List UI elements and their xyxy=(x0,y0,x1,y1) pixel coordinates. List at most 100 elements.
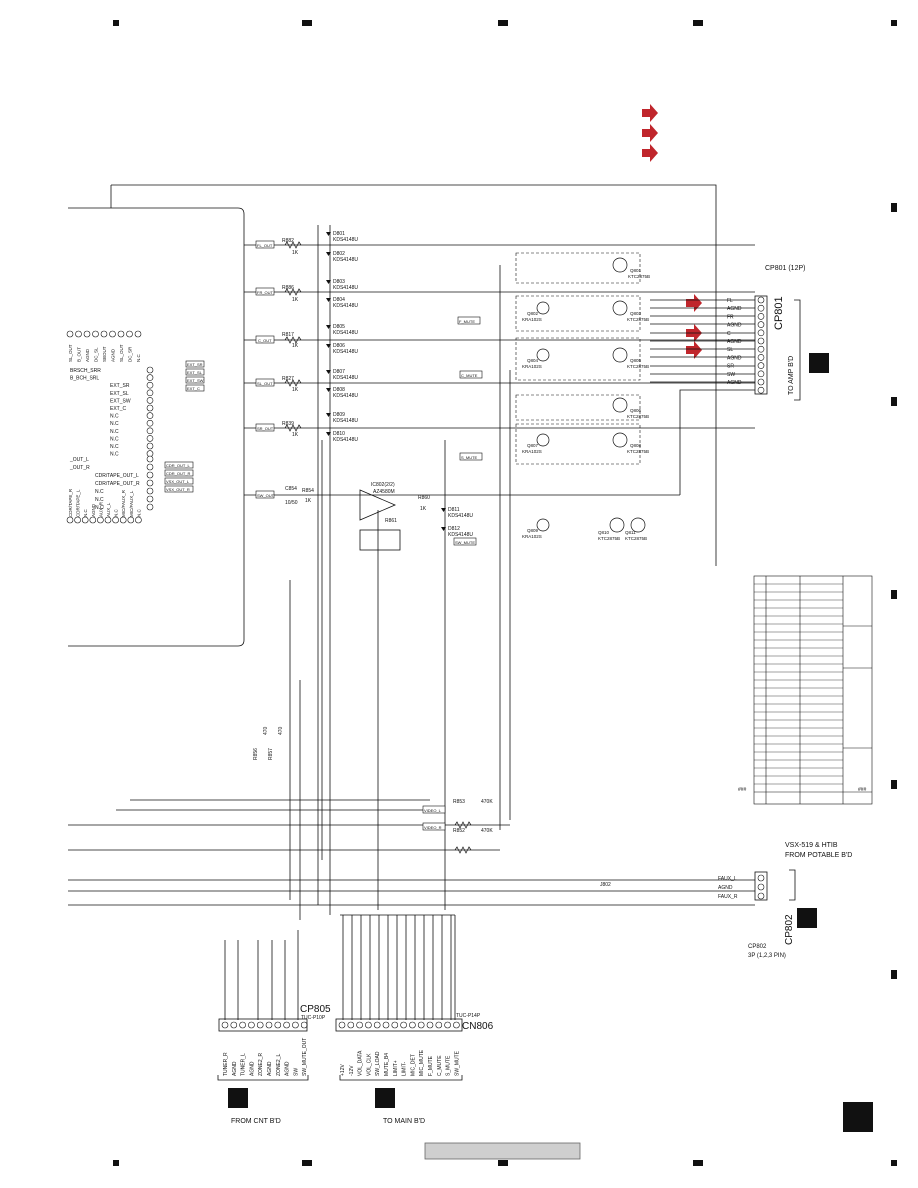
q803-label: Q803 xyxy=(630,311,642,316)
cn806-pin xyxy=(417,1021,425,1029)
ic-pin xyxy=(146,471,154,479)
cp805-pin xyxy=(248,1021,255,1029)
label-r886-val: 1K xyxy=(292,297,299,303)
net-flags xyxy=(164,240,483,831)
ic-pin xyxy=(117,330,125,338)
ic-pin-label: AGND xyxy=(111,348,116,362)
wiring xyxy=(68,184,801,1081)
ic-side-label: EXT_SL xyxy=(110,391,129,397)
q808-part: KTC2875B xyxy=(627,449,649,454)
cp801-dest: TO AMP B'D xyxy=(788,356,795,395)
diode-part: KDS4148U xyxy=(333,418,358,424)
ic-pin xyxy=(109,330,116,338)
ic-tape-label: _OUT_L xyxy=(69,457,89,463)
ic-pin xyxy=(146,419,154,427)
cp801-pin-label: FL xyxy=(727,298,733,304)
cp802-ref-small: CP802 xyxy=(748,944,767,950)
ic-side-label: EXT_SW xyxy=(110,398,131,404)
cp801-pin-label: SL xyxy=(727,347,733,353)
ic-pin xyxy=(146,374,154,381)
flag-c-out: C_OUT xyxy=(258,338,272,343)
label-r857: R857 xyxy=(268,748,274,760)
diode-part: KDS4148U xyxy=(333,285,358,291)
cn806-pin-label: MUTE_B4 xyxy=(384,1053,390,1076)
ic-pin xyxy=(66,330,74,338)
cp801-pin xyxy=(757,345,765,353)
ic-pin xyxy=(146,463,154,471)
diode-part: KDS4148U xyxy=(333,375,358,381)
flag-f-mute: F_MUTE xyxy=(459,319,475,324)
diode-labels: D801KDS4148UD802KDS4148UD803KDS4148UD804… xyxy=(333,231,473,538)
ic-side-label: N.C xyxy=(110,421,119,427)
ic-pin xyxy=(97,516,104,524)
ic-bottom-label: N.C xyxy=(83,509,88,518)
cn806-pin-label: +12V xyxy=(340,1064,346,1076)
label-r857-val: 470 xyxy=(278,726,284,735)
cn806-pin-label: LIMIT- xyxy=(402,1061,408,1076)
table-left-mark: ### xyxy=(738,787,747,793)
diode-part: KDS4148U xyxy=(333,393,358,399)
cp805-pin xyxy=(300,1021,308,1029)
ic-pin-label: AGND xyxy=(85,348,90,362)
cn806-pin-row xyxy=(338,1021,460,1029)
cp802-from: FROM POTABLE B'D xyxy=(785,852,852,859)
cp805-pin-label: SW xyxy=(293,1068,299,1076)
ic-bottom-label: AUX_R xyxy=(98,501,103,517)
cp805-ref: CP805 xyxy=(300,1004,331,1015)
footer-bar xyxy=(424,1142,581,1160)
resistor-symbols xyxy=(284,241,472,854)
cp805-pin xyxy=(274,1021,282,1029)
q810-label: Q810 xyxy=(598,530,610,535)
ic-side-label: BRSCH_SRR xyxy=(70,368,101,374)
cap-c854: C854 xyxy=(285,486,297,492)
cn806-pin-label: SW_MUTE xyxy=(454,1050,460,1076)
diode-ref: D812 xyxy=(448,526,460,532)
ic-pin xyxy=(146,487,154,495)
label-r827-val: 1K xyxy=(292,387,299,393)
q811-label: Q811 xyxy=(625,530,636,535)
cp805-pin xyxy=(283,1021,290,1029)
cn806-pin xyxy=(435,1021,443,1029)
cp805-body xyxy=(218,1018,308,1032)
q802-part: KRA102S xyxy=(522,317,542,322)
cn806-pin xyxy=(338,1021,346,1029)
cap-c854-val: 10/50 xyxy=(285,500,298,506)
label-r860: R860 xyxy=(418,495,430,501)
ic-side-label: B_BCH_SRL xyxy=(70,376,99,382)
diode-ref: D803 xyxy=(333,279,345,285)
cp801-pin-label: FR xyxy=(727,314,734,320)
label-r854-val: 1K xyxy=(305,498,312,504)
ic-tape-label: CDR/TAPE_OUT_L xyxy=(95,473,139,479)
transistor-symbols xyxy=(536,257,646,533)
cp801-pin-label: AGND xyxy=(727,355,742,361)
ic-bottom-label: MIC/FAUX_L xyxy=(129,490,134,517)
ic-pin-label: SL_OUT xyxy=(119,344,124,362)
cp801-pin xyxy=(757,296,765,304)
ic-pin xyxy=(134,330,142,338)
ic-pin xyxy=(146,495,154,503)
q806-part: KTC2875B xyxy=(627,414,649,419)
flag-c-mute: C_MUTE xyxy=(461,373,478,378)
ic-pin xyxy=(146,442,154,450)
flag-fl-out: FL_OUT xyxy=(257,243,273,248)
cp802-body xyxy=(754,871,768,901)
cp801-ref: CP801 xyxy=(773,296,785,330)
q802-label: Q802 xyxy=(527,311,539,316)
cp801-pin xyxy=(757,313,765,320)
ic-pin xyxy=(104,516,112,524)
parts-table xyxy=(753,575,873,805)
ic-side-label: N.C xyxy=(110,429,119,435)
ic-pin xyxy=(83,330,91,338)
q805-label: Q805 xyxy=(630,358,642,363)
cn806-pin xyxy=(365,1021,372,1029)
ic-pin xyxy=(89,516,97,524)
ic-bottom-label: CDR/TAPE_R xyxy=(68,488,73,517)
ic-pin-label: SL_OUT xyxy=(68,344,73,362)
flag-sw-mute: SW_MUTE xyxy=(455,540,475,545)
q801-label: Q801 xyxy=(630,268,642,273)
cp801-pin-label: SW xyxy=(727,372,735,378)
cp801-pin-label: C xyxy=(727,331,731,337)
